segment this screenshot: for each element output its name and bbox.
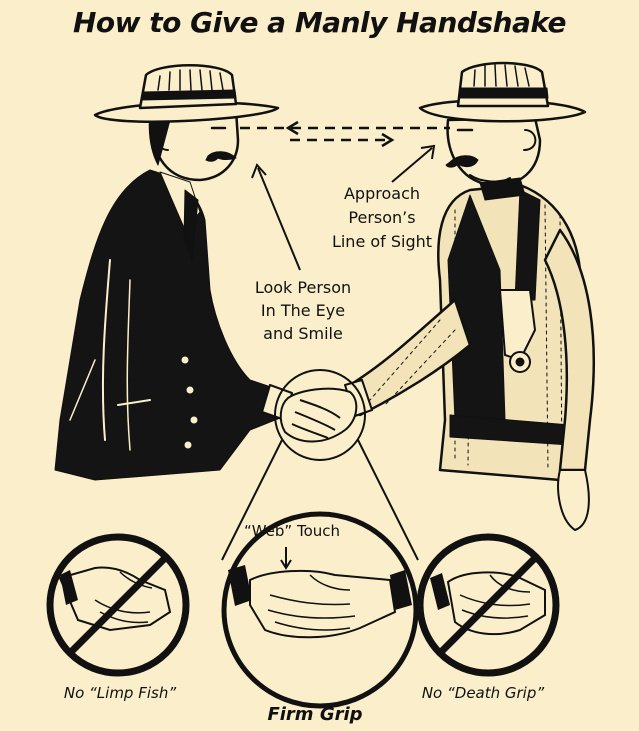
look-in-eye-label: Look Person In The Eye and Smile xyxy=(243,276,363,345)
magnifier-callout xyxy=(221,369,419,561)
left-man-figure xyxy=(54,64,301,481)
look-label-line-3: and Smile xyxy=(263,324,343,343)
prohibited-crushing-handshake-icon xyxy=(416,533,560,677)
no-death-grip-caption: No “Death Grip” xyxy=(421,684,545,702)
right-man-figure xyxy=(344,61,595,531)
approach-label-line-2: Person’s xyxy=(348,208,416,227)
approach-label-line-3: Line of Sight xyxy=(331,232,433,251)
look-label-line-1: Look Person xyxy=(254,278,352,297)
prohibited-limp-handshake-icon xyxy=(46,533,190,677)
firm-handshake-icon xyxy=(221,511,419,709)
approach-line-of-sight-label: Approach Person’s Line of Sight xyxy=(322,182,442,254)
sight-line-arrows xyxy=(240,120,450,148)
handshake xyxy=(279,387,358,443)
no-limp-fish-caption: No “Limp Fish” xyxy=(63,684,177,702)
page-title: How to Give a Manly Handshake xyxy=(72,6,567,39)
pointer-arrows xyxy=(251,144,436,271)
firm-grip-caption: Firm Grip xyxy=(267,704,363,725)
look-label-line-2: In The Eye xyxy=(260,301,346,320)
approach-label-line-1: Approach xyxy=(343,184,420,203)
web-touch-label: “Web” Touch xyxy=(243,522,341,540)
